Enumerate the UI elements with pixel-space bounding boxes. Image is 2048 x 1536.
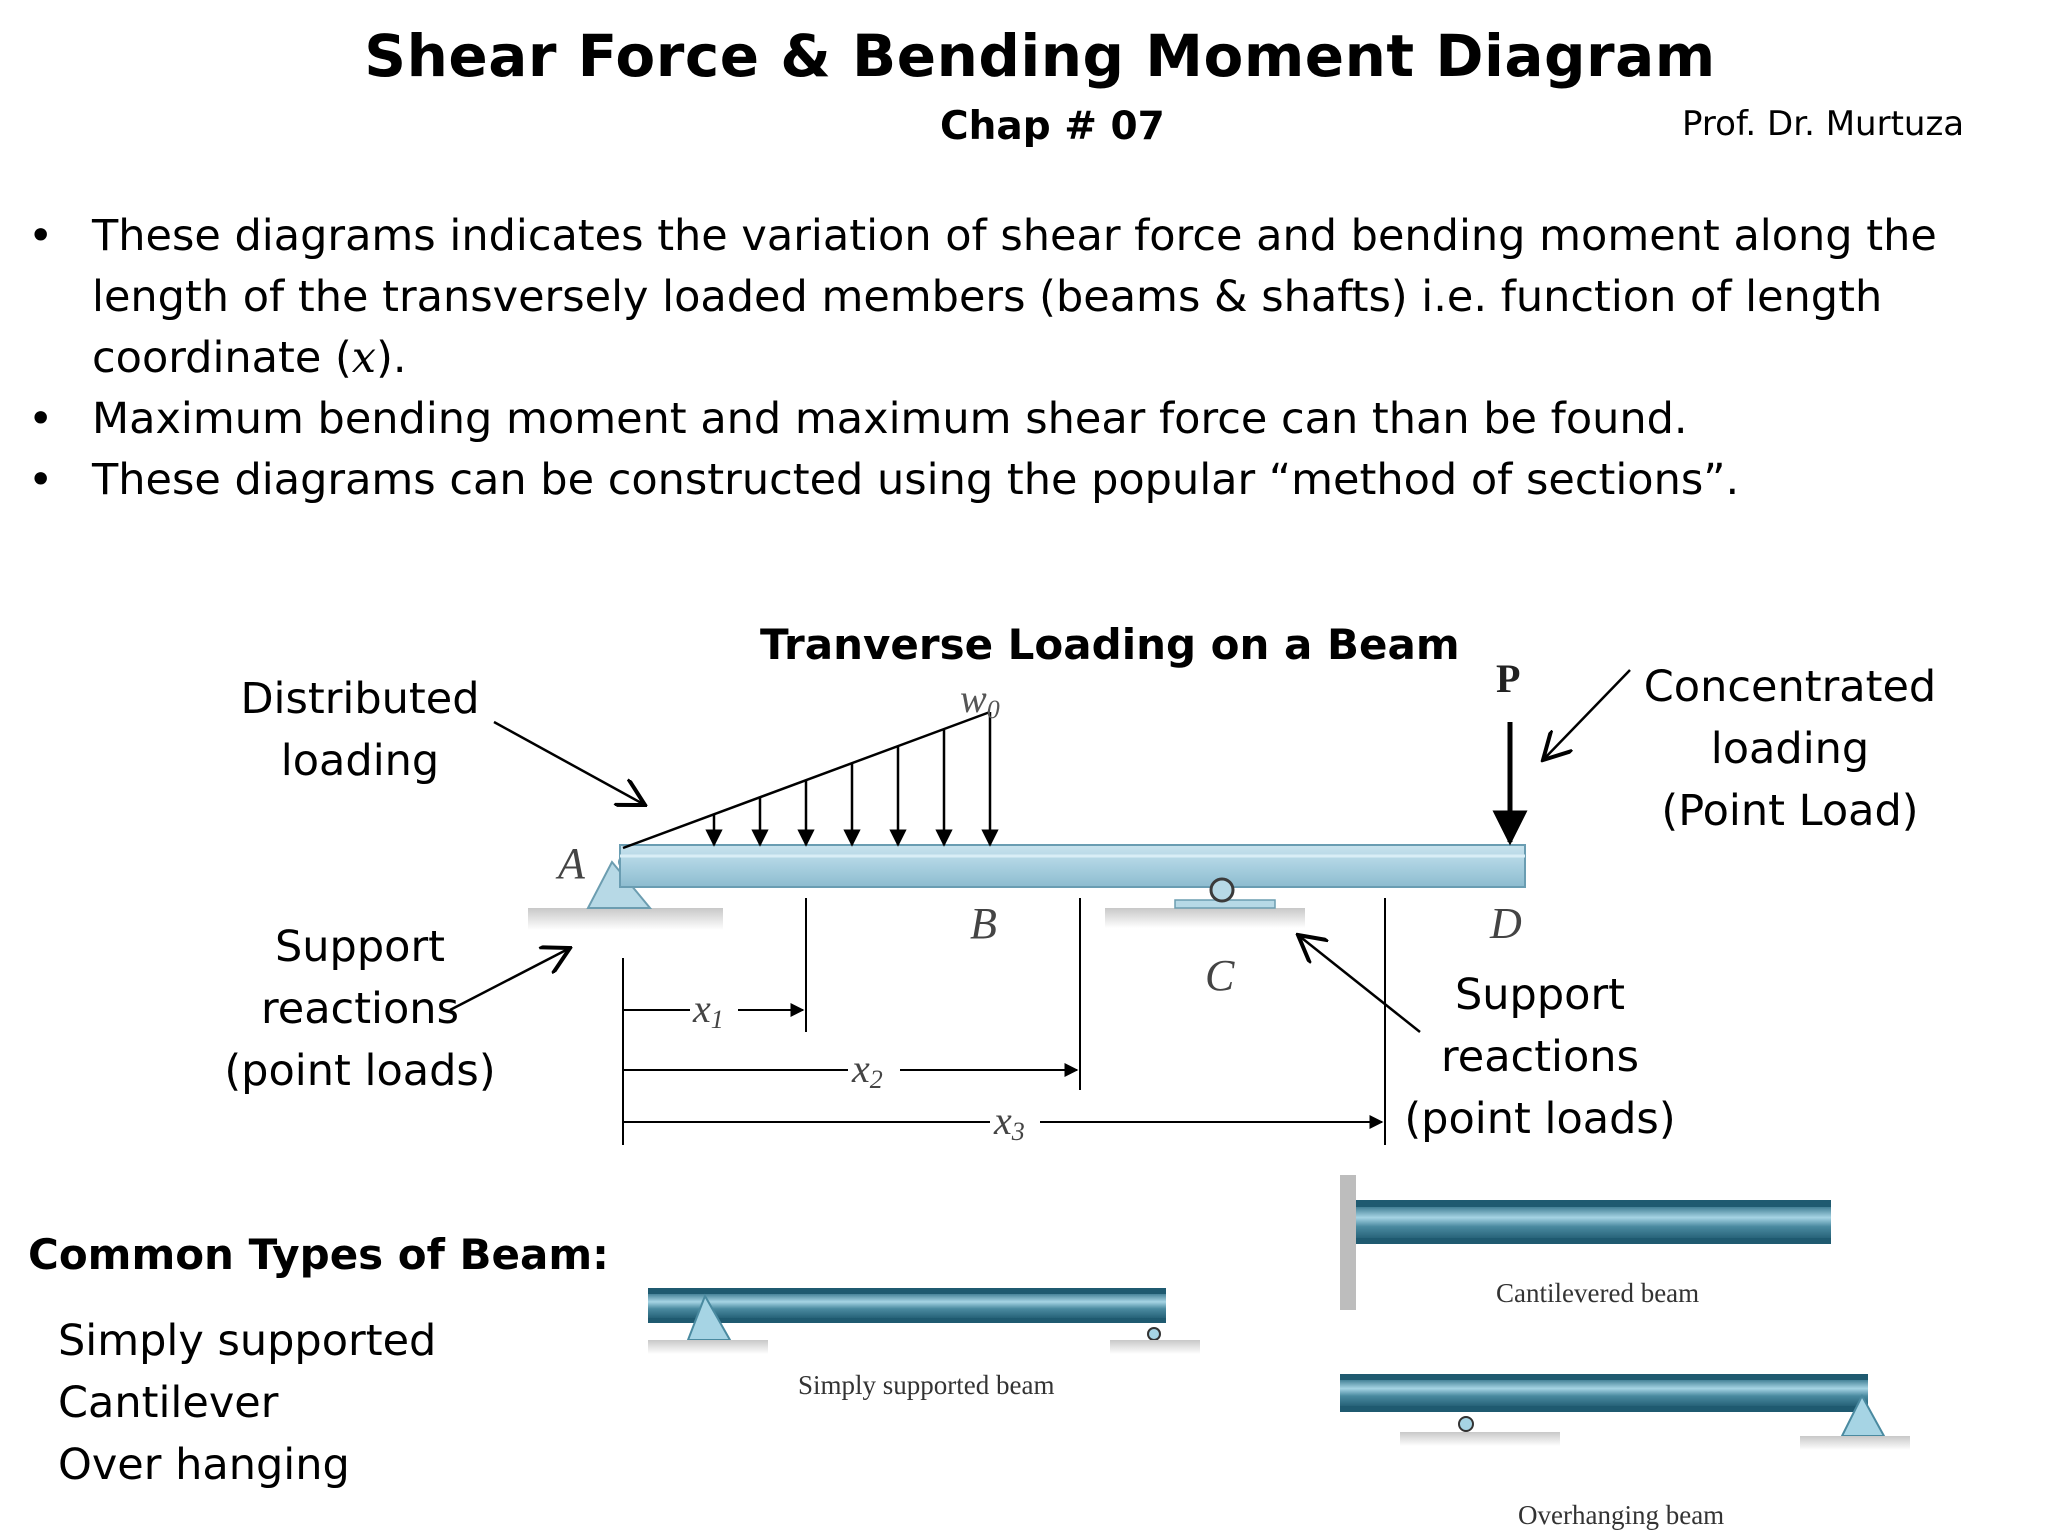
point-a-label: A xyxy=(555,839,586,888)
overhanging-caption: Overhanging beam xyxy=(1518,1500,1725,1530)
chapter-label: Chap # 07 xyxy=(940,104,1165,149)
slide-title: Shear Force & Bending Moment Diagram xyxy=(364,22,1716,90)
x2-label: x2 xyxy=(851,1046,883,1094)
overhanging-beam-figure xyxy=(1340,1374,1910,1450)
support-left-callout-arrow xyxy=(449,948,570,1012)
point-c-label: C xyxy=(1205,951,1235,1000)
x1-label: x1 xyxy=(692,986,724,1034)
bullet-text-end: ). xyxy=(376,333,407,383)
roller-support-c xyxy=(1209,877,1235,903)
support-right-callout-arrow xyxy=(1298,935,1421,1033)
bullet-dot: • xyxy=(28,211,54,261)
p-label: P xyxy=(1496,656,1520,701)
point-b-label: B xyxy=(970,899,997,948)
author-label: Prof. Dr. Murtuza xyxy=(1682,104,1965,144)
cantilevered-caption: Cantilevered beam xyxy=(1496,1278,1700,1308)
beam-type-item: Simply supported xyxy=(58,1316,437,1366)
beam xyxy=(619,844,1526,888)
concentrated-callout-arrow xyxy=(1543,669,1631,760)
bullet-text: These diagrams indicates the variation o… xyxy=(92,211,1937,383)
support-reactions-left-label: Support reactions (point loads) xyxy=(224,922,496,1096)
bullet-text: Maximum bending moment and maximum shear… xyxy=(92,394,1688,444)
beam-type-item: Cantilever xyxy=(58,1378,279,1428)
ground-a xyxy=(528,908,723,930)
bullet-text: These diagrams can be constructed using … xyxy=(92,455,1740,505)
bullet-item: • Maximum bending moment and maximum she… xyxy=(28,389,2038,450)
w0-label: w0 xyxy=(960,676,1000,724)
ground-c xyxy=(1105,908,1305,928)
distributed-callout-arrow xyxy=(493,720,645,805)
support-reactions-right-label: Support reactions (point loads) xyxy=(1404,970,1676,1144)
bullet-item: • These diagrams can be constructed usin… xyxy=(28,450,2038,511)
simply-supported-caption: Simply supported beam xyxy=(798,1370,1055,1400)
bullet-dot: • xyxy=(28,455,54,505)
bullet-item: • These diagrams indicates the variation… xyxy=(28,206,2038,389)
beam-types-list: Simply supported Cantilever Over hanging xyxy=(58,1310,436,1496)
simply-supported-beam-figure xyxy=(648,1288,1200,1354)
bullet-dot: • xyxy=(28,394,54,444)
distributed-loading-label: Distributed loading xyxy=(240,674,480,786)
beam-types-heading: Common Types of Beam: xyxy=(28,1230,609,1279)
bullet-variable: x xyxy=(351,333,377,383)
x3-label: x3 xyxy=(993,1098,1025,1146)
bullet-list: • These diagrams indicates the variation… xyxy=(28,206,2038,511)
beam-type-item: Over hanging xyxy=(58,1440,350,1490)
concentrated-loading-label: Concentrated loading (Point Load) xyxy=(1643,662,1937,836)
point-d-label: D xyxy=(1489,899,1522,948)
diagram-title: Tranverse Loading on a Beam xyxy=(760,620,1460,669)
cantilevered-beam-figure xyxy=(1340,1175,1831,1310)
distributed-load-outline xyxy=(622,710,991,850)
